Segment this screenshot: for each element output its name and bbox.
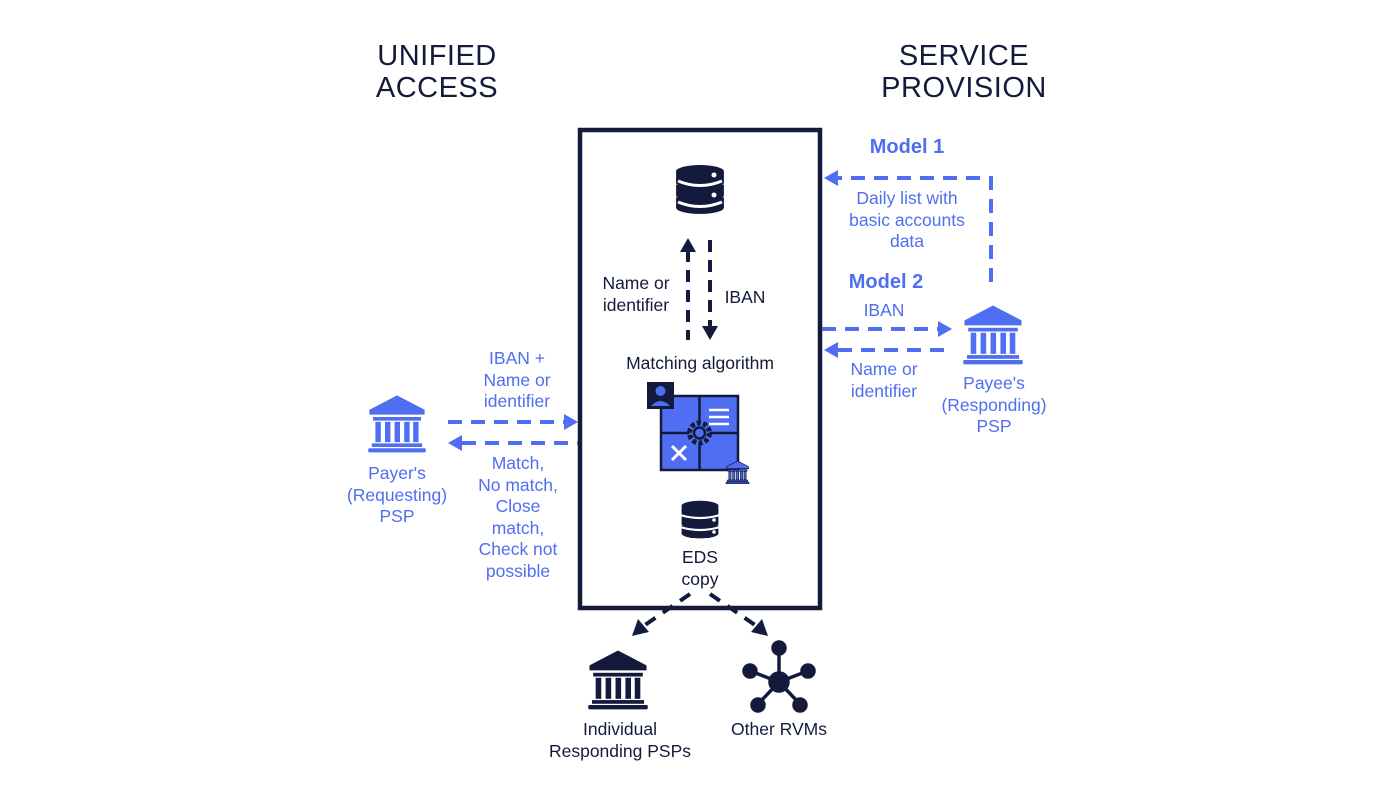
label-line: EDS — [682, 547, 718, 567]
label-line: Name or — [483, 369, 551, 390]
header-right-line1: SERVICE — [898, 40, 1030, 72]
arrow-payer-to-center — [448, 414, 578, 430]
iban-label: IBAN — [724, 287, 766, 307]
label-line: No match, — [478, 474, 558, 495]
header-service-provision: SERVICE PROVISION — [864, 40, 1064, 104]
matching-algorithm-label: Matching algorithm — [626, 353, 774, 373]
eds-database-icon — [679, 500, 721, 539]
payer-psp-label: Payer's (Requesting) PSP — [330, 463, 464, 528]
label-line: Responding PSPs — [548, 740, 692, 761]
arrow-model1-daily-list — [824, 170, 993, 282]
label-line: PSP — [379, 506, 415, 526]
label-line: Payee's — [963, 373, 1025, 393]
header-left-line2: ACCESS — [375, 72, 499, 104]
label-line: identifier — [602, 294, 670, 315]
eds-copy-label: EDS copy — [660, 547, 740, 590]
header-unified-access: UNIFIED ACCESS — [337, 40, 537, 104]
label-line: Daily list with — [856, 188, 958, 208]
label-line: Payer's — [368, 463, 426, 483]
label-line: Name or — [602, 273, 670, 293]
arrow-to-other-rvms — [708, 592, 768, 636]
model2-name-identifier-label: Name or identifier — [836, 359, 932, 402]
label-line: copy — [681, 568, 719, 589]
arrow-up-name-identifier — [680, 238, 696, 340]
individual-psps-label: Individual Responding PSPs — [535, 719, 705, 762]
arrow-payee-to-center — [824, 342, 950, 358]
arrow-to-individual-psps — [632, 592, 692, 636]
label-line: basic accounts — [849, 209, 965, 230]
model2-iban-label: IBAN — [863, 300, 905, 320]
label-line: identifier — [850, 380, 918, 401]
model2-title: Model 2 — [848, 271, 924, 293]
payer-response-label: Match, No match, Close match, Check not … — [462, 453, 574, 582]
label-line: data — [889, 231, 925, 251]
payer-request-label: IBAN + Name or identifier — [462, 348, 572, 413]
label-line: Close — [495, 496, 541, 516]
payee-psp-label: Payee's (Responding) PSP — [924, 373, 1064, 438]
label-line: (Responding) — [941, 394, 1047, 415]
matching-algorithm-icon — [647, 382, 750, 484]
model1-daily-list-label: Daily list with basic accounts data — [836, 188, 978, 253]
header-right-line2: PROVISION — [881, 72, 1047, 104]
payer-bank-icon — [368, 395, 426, 453]
label-line: possible — [485, 560, 551, 581]
network-icon — [742, 640, 816, 713]
model1-title: Model 1 — [869, 136, 945, 158]
other-rvms-label: Other RVMs — [731, 719, 827, 739]
label-line: identifier — [483, 391, 551, 411]
label-line: Individual — [583, 719, 657, 739]
individual-psps-bank-icon — [588, 650, 648, 710]
label-line: (Requesting) — [346, 484, 448, 505]
label-line: PSP — [976, 416, 1012, 436]
arrow-center-to-payee — [822, 321, 952, 337]
label-line: Match, — [491, 453, 545, 473]
arrow-down-iban — [702, 240, 718, 340]
header-left-line1: UNIFIED — [377, 40, 497, 72]
payee-bank-icon — [963, 305, 1023, 365]
label-line: IBAN + — [489, 348, 545, 368]
label-line: match, — [491, 517, 545, 538]
database-icon — [676, 165, 724, 219]
label-line: Check not — [478, 539, 558, 559]
name-identifier-label: Name or identifier — [590, 273, 682, 316]
arrow-center-to-payer — [448, 435, 578, 451]
label-line: Name or — [850, 359, 918, 379]
